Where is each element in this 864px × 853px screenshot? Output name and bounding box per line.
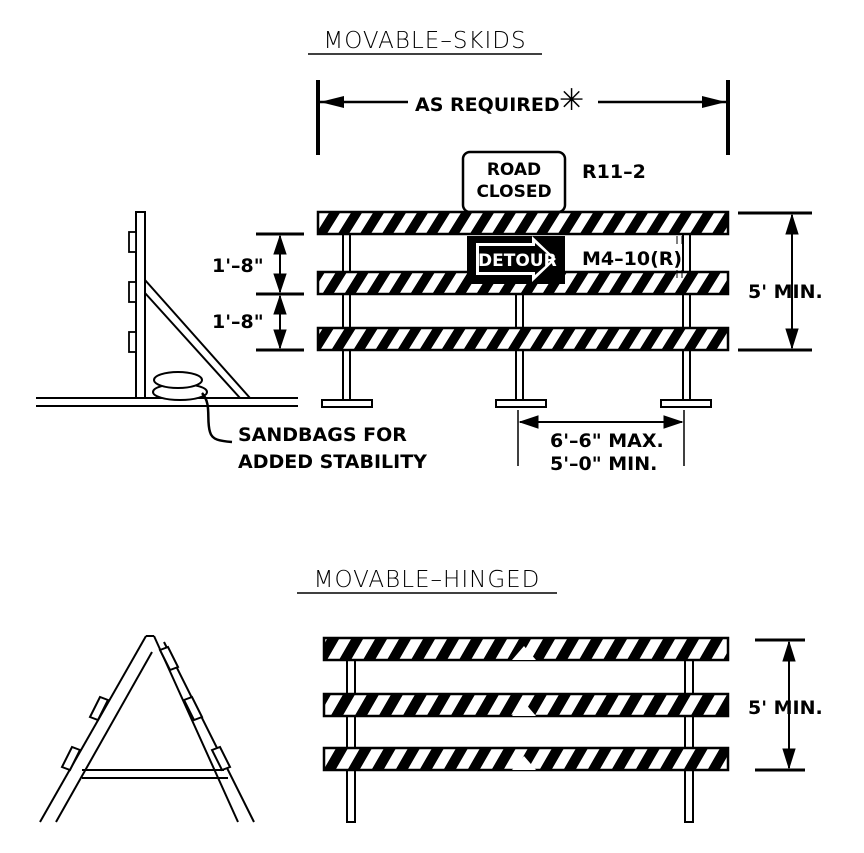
title-movable-hinged: MOVABLE–HINGED xyxy=(314,567,541,593)
skid-side-view xyxy=(36,211,298,407)
skids-height-dimension xyxy=(738,211,812,352)
sandbags-label-line1: SANDBAGS FOR xyxy=(238,424,407,446)
skids-height-label: 5' MIN. xyxy=(748,281,823,303)
sandbag-icon xyxy=(152,371,233,444)
post-spacing-dimension xyxy=(517,410,685,466)
detour-sign: DETOUR xyxy=(467,236,565,284)
as-required-label: AS REQUIRED xyxy=(415,94,560,116)
as-required-dimension: AS REQUIRED ✳ xyxy=(316,80,730,155)
sign-code-r11-2: R11–2 xyxy=(582,161,646,183)
sandbags-label-line2: ADDED STABILITY xyxy=(238,451,427,473)
hinged-barricade-posts xyxy=(346,639,694,823)
rail-spacing-dimension xyxy=(256,232,304,352)
title-movable-skids: MOVABLE–SKIDS xyxy=(323,28,526,54)
rail-spacing-lower-label: 1'–8" xyxy=(212,311,264,333)
asterisk-icon: ✳ xyxy=(559,83,584,118)
sign-text-closed: CLOSED xyxy=(476,182,551,202)
a-frame-side-view xyxy=(39,635,255,823)
detour-code-m4-10r: M4–10(R) xyxy=(582,248,682,270)
sign-text-road: ROAD xyxy=(487,160,541,180)
hinged-height-label: 5' MIN. xyxy=(748,697,823,719)
hinged-barricade-rails xyxy=(322,636,730,772)
road-closed-sign: ROAD CLOSED xyxy=(461,150,567,214)
post-spacing-min-label: 5'–0" MIN. xyxy=(550,453,657,475)
rail-spacing-upper-label: 1'–8" xyxy=(212,255,264,277)
hinged-height-dimension xyxy=(755,638,805,772)
post-spacing-max-label: 6'–6" MAX. xyxy=(550,430,664,452)
detour-label: DETOUR xyxy=(478,251,557,271)
